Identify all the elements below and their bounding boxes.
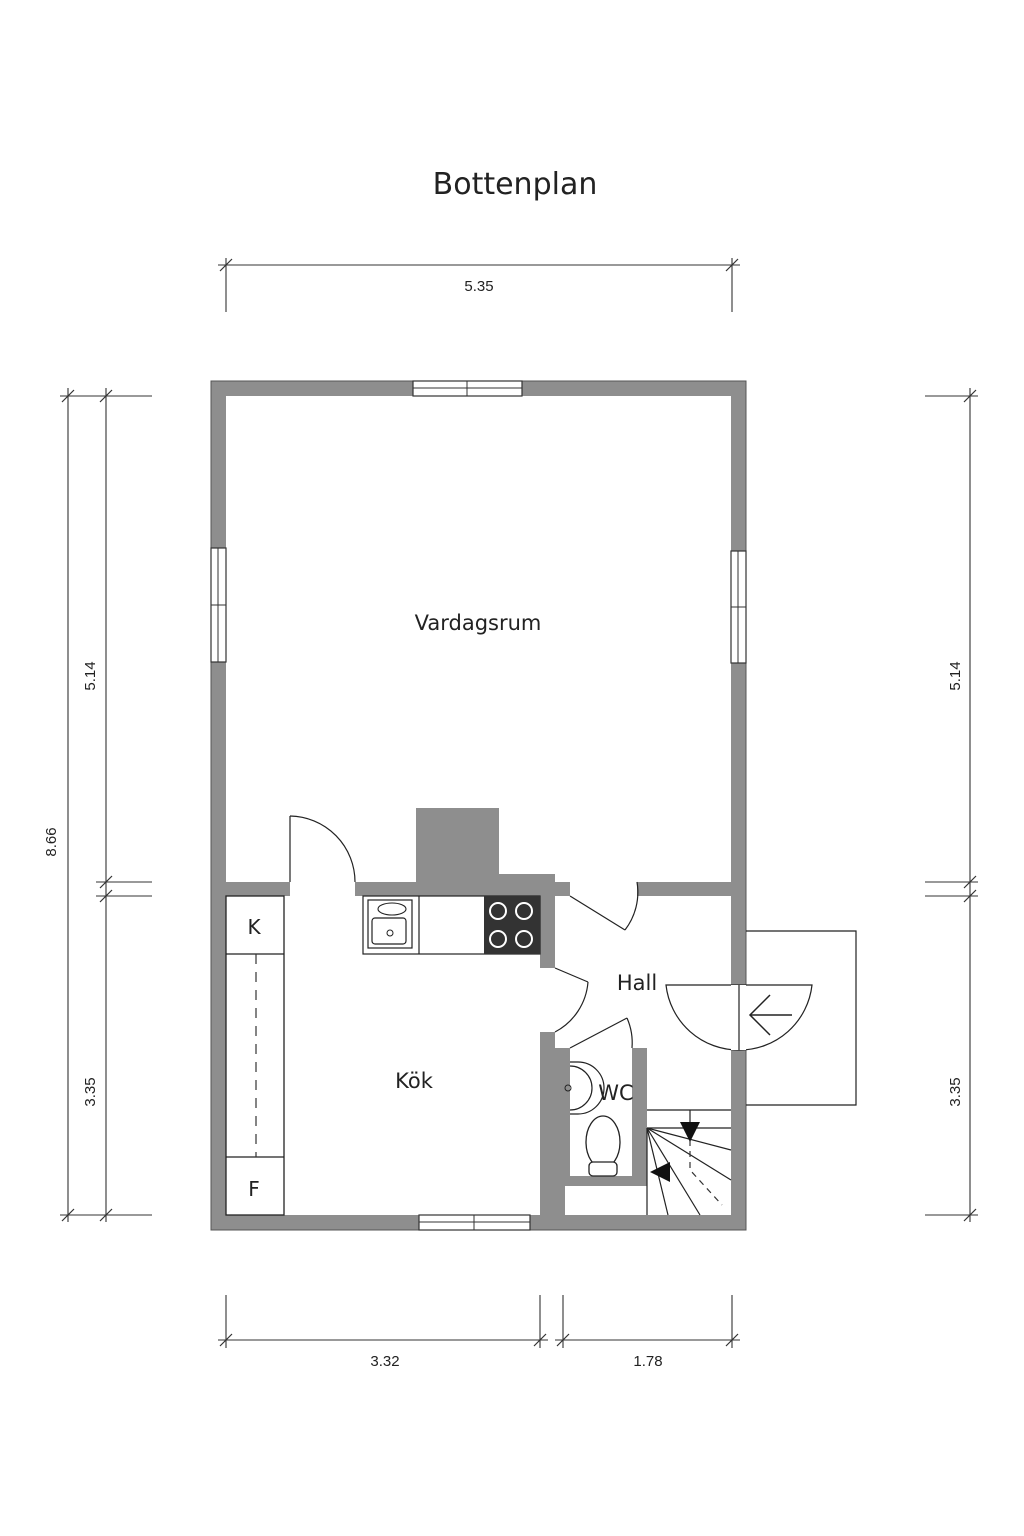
storage-label-k: K (247, 915, 261, 939)
outer-walls (210, 380, 747, 1231)
dimension-left: 8.66 5.14 3.35 (43, 388, 152, 1222)
dimension-top: 5.35 (218, 258, 740, 312)
stairs (646, 1109, 732, 1216)
storage-label-f: F (248, 1177, 260, 1201)
plan-title: Bottenplan (433, 167, 598, 202)
dim-right-lower: 3.35 (947, 1077, 964, 1106)
dim-right-upper: 5.14 (947, 661, 964, 690)
dimension-right: 5.14 3.35 (925, 388, 978, 1222)
window-bottom (418, 1214, 531, 1231)
room-label-wc: WC (598, 1081, 633, 1105)
door-kitchen-hall (554, 967, 589, 1033)
sink-icon (367, 899, 413, 949)
dimension-bottom: 3.32 1.78 (218, 1295, 740, 1370)
window-left (210, 547, 227, 663)
dim-left-total: 8.66 (43, 827, 60, 856)
dim-left-upper: 5.14 (82, 661, 99, 690)
room-label-hall: Hall (617, 971, 657, 995)
stove-icon (484, 896, 540, 954)
toilet-icon (585, 1115, 621, 1177)
door-wc (569, 1017, 633, 1049)
arrow-left-icon (748, 994, 792, 1036)
washbasin-icon (564, 1061, 605, 1115)
door-living-room (289, 815, 356, 883)
dim-bottom-left: 3.32 (370, 1353, 399, 1370)
dim-bottom-right: 1.78 (633, 1353, 662, 1370)
door-hall-living (569, 881, 639, 931)
dim-left-lower: 3.35 (82, 1077, 99, 1106)
window-top (412, 380, 523, 397)
window-right (730, 550, 747, 664)
room-label-kitchen: Kök (395, 1069, 434, 1093)
interior-walls (225, 808, 731, 1216)
entrance-porch (665, 930, 857, 1106)
dim-top-width: 5.35 (464, 278, 493, 295)
room-label-living: Vardagsrum (415, 611, 542, 635)
